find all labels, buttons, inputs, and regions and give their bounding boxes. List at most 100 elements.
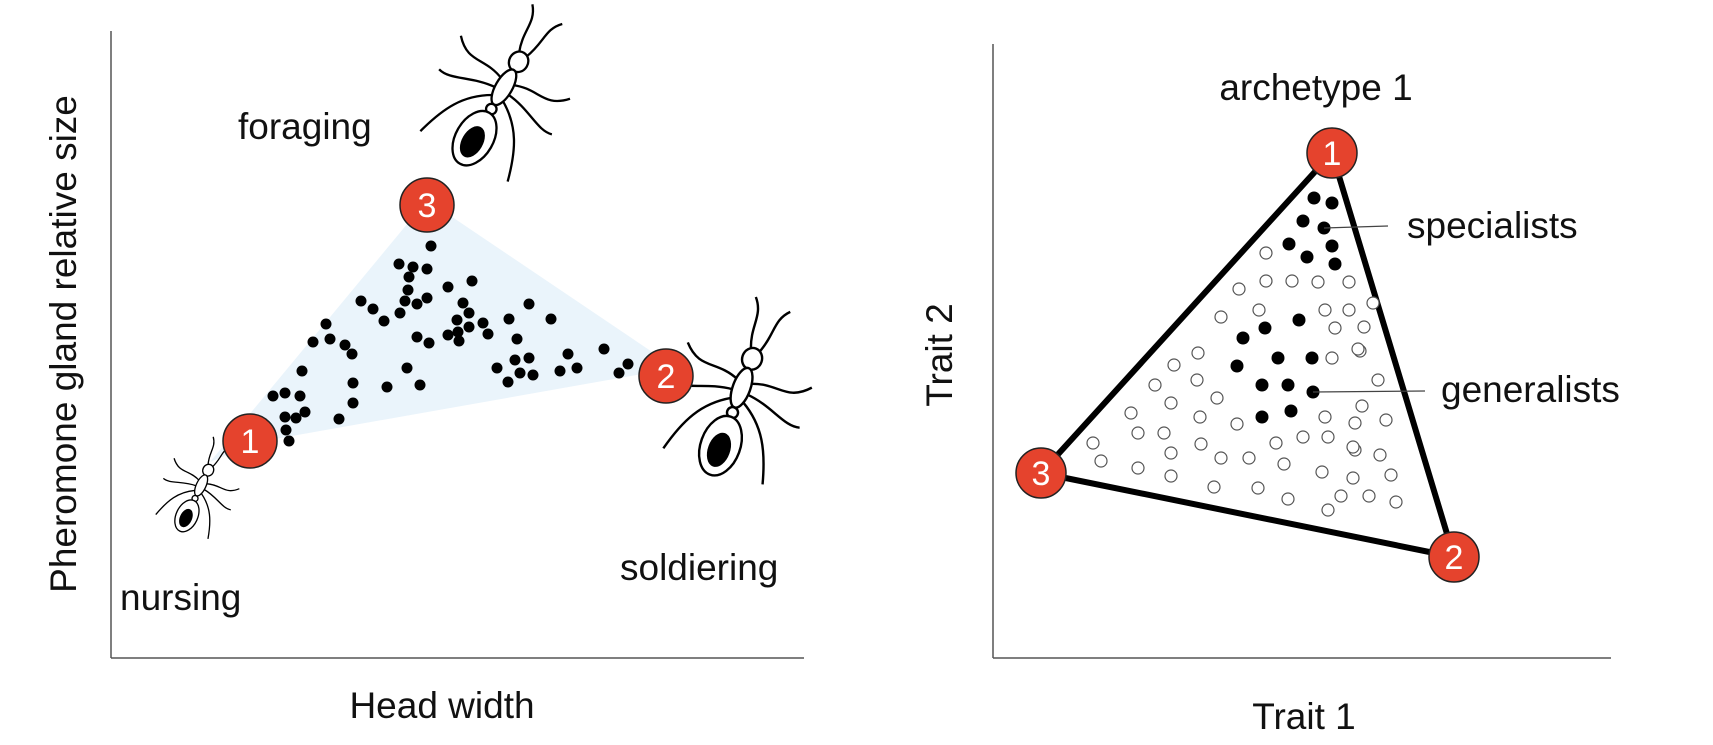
- generic-point: [1269, 436, 1283, 450]
- ant-part: [179, 508, 193, 528]
- generic-point: [1164, 446, 1178, 460]
- data-point: [421, 263, 433, 275]
- right-x-label: Trait 1: [1252, 696, 1355, 737]
- archetype-number: 1: [1323, 135, 1342, 173]
- generic-point: [1207, 480, 1221, 494]
- data-point: [452, 326, 464, 338]
- generic-point: [1296, 430, 1310, 444]
- forager-ant-icon: [419, 4, 571, 182]
- data-point: [279, 411, 291, 423]
- data-point: [296, 365, 308, 377]
- generic-point: [1334, 489, 1348, 503]
- generic-point: [1252, 303, 1266, 317]
- generic-point: [1318, 410, 1332, 424]
- highlighted-point: [1255, 378, 1269, 392]
- generalists-pointer: [1312, 390, 1426, 393]
- data-point: [482, 328, 494, 340]
- data-point: [523, 352, 535, 364]
- generic-point: [1164, 469, 1178, 483]
- data-point: [394, 307, 406, 319]
- archetype-1-marker: 1: [1306, 127, 1358, 179]
- data-point: [280, 424, 292, 436]
- data-point: [333, 413, 345, 425]
- highlighted-point: [1305, 351, 1319, 365]
- data-point: [283, 435, 295, 447]
- generic-point: [1086, 436, 1100, 450]
- data-point: [401, 362, 413, 374]
- data-point: [514, 367, 526, 379]
- generic-point: [1194, 437, 1208, 451]
- ant-part: [742, 382, 813, 485]
- generic-point: [1214, 451, 1228, 465]
- data-point: [347, 377, 359, 389]
- left-x-label: Head width: [349, 685, 534, 726]
- generic-point: [1373, 448, 1387, 462]
- highlighted-point: [1307, 191, 1321, 205]
- archetype-number: 2: [1445, 539, 1464, 577]
- highlighted-point: [1296, 214, 1310, 228]
- generic-point: [1259, 274, 1273, 288]
- data-point: [367, 303, 379, 315]
- highlighted-point: [1292, 313, 1306, 327]
- data-point: [307, 336, 319, 348]
- generalists-label: generalists: [1441, 369, 1620, 410]
- data-point: [491, 362, 503, 374]
- generic-point: [1230, 417, 1244, 431]
- generic-point: [1210, 391, 1224, 405]
- ant-part: [419, 35, 503, 132]
- data-point: [463, 307, 475, 319]
- soldier-ant-icon: [662, 296, 813, 485]
- generic-point: [1342, 303, 1356, 317]
- data-point: [451, 314, 463, 326]
- generic-point: [1190, 373, 1204, 387]
- data-point: [320, 318, 332, 330]
- data-point: [425, 240, 437, 252]
- specialists-pointer: [1323, 225, 1389, 229]
- data-point: [355, 295, 367, 307]
- generic-point: [1285, 274, 1299, 288]
- generic-point: [1157, 426, 1171, 440]
- generic-point: [1131, 461, 1145, 475]
- data-point: [503, 313, 515, 325]
- data-point: [399, 295, 411, 307]
- archetype-3-marker: 3: [399, 177, 455, 233]
- generic-point: [1193, 410, 1207, 424]
- ant-part: [459, 126, 485, 158]
- ant-part: [749, 296, 791, 353]
- data-point: [421, 292, 433, 304]
- data-point: [378, 315, 390, 327]
- task-label-foraging: foraging: [238, 106, 372, 147]
- data-point: [466, 275, 478, 287]
- ant-part: [706, 432, 732, 467]
- generic-point: [1355, 399, 1369, 413]
- right-y-label: Trait 2: [919, 303, 960, 406]
- highlighted-point: [1236, 331, 1250, 345]
- right-panel: specialists generalists archetype 1 Trai…: [919, 44, 1620, 737]
- data-point: [598, 343, 610, 355]
- archetype-number: 2: [657, 358, 676, 396]
- left-y-label: Pheromone gland relative size: [43, 95, 84, 593]
- data-point: [290, 412, 302, 424]
- generic-point: [1389, 495, 1403, 509]
- generic-point: [1321, 430, 1335, 444]
- ant-part: [518, 4, 563, 58]
- generic-point: [1167, 358, 1181, 372]
- generic-point: [1366, 296, 1380, 310]
- highlighted-point: [1281, 378, 1295, 392]
- archetype-number: 3: [1032, 455, 1051, 493]
- ant-part: [502, 83, 571, 182]
- highlighted-point: [1325, 196, 1339, 210]
- data-point: [511, 333, 523, 345]
- generic-point: [1094, 454, 1108, 468]
- archetype-2-marker: 2: [638, 348, 694, 404]
- generic-point: [1281, 492, 1295, 506]
- data-point: [381, 381, 393, 393]
- generic-point: [1164, 396, 1178, 410]
- data-point: [509, 354, 521, 366]
- specialists-label: specialists: [1407, 205, 1578, 246]
- generic-point: [1379, 413, 1393, 427]
- nurse-ant-icon: [155, 436, 240, 540]
- archetype-2-marker: 2: [1428, 531, 1480, 583]
- highlighted-point: [1325, 239, 1339, 253]
